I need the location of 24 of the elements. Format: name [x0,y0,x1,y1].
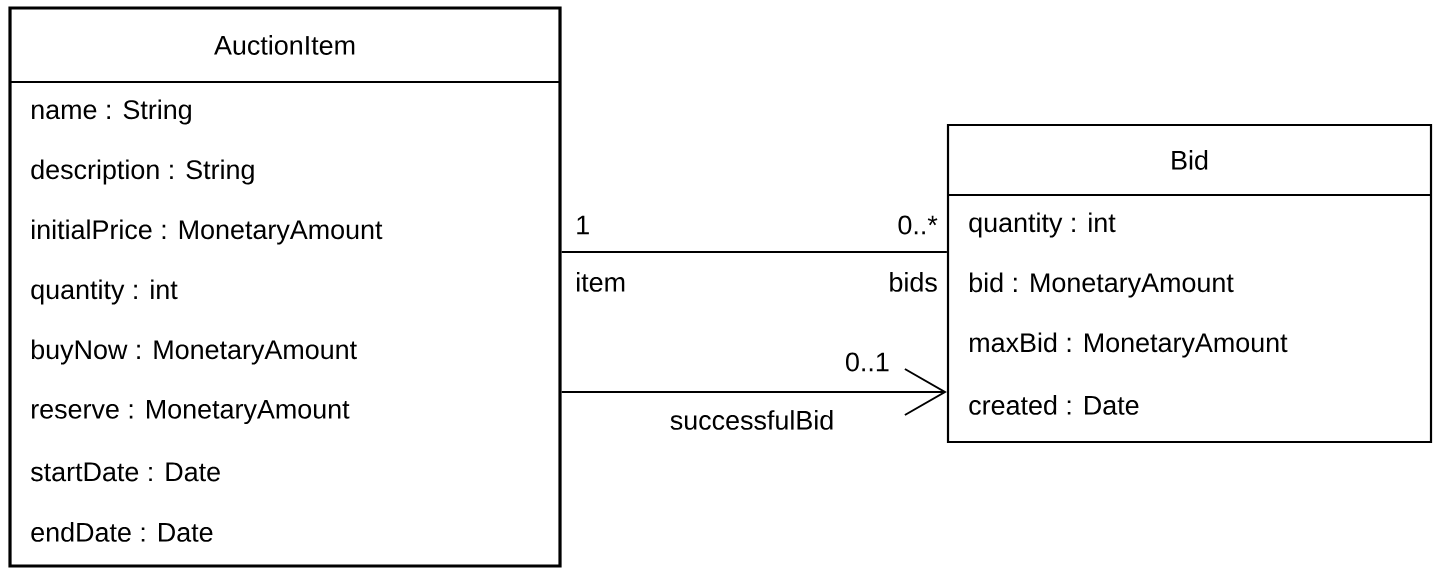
attribute-text: maxBid : MonetaryAmount [970,332,1288,358]
association-line [560,251,948,253]
multiplicity-label: 0..1 [846,352,889,372]
multiplicity-label: 0..* [898,215,938,235]
attribute-text: name : String [32,99,191,125]
attribute-text: startDate : Date [30,462,220,482]
class-box [8,6,562,568]
attribute-text: created : Date [969,395,1139,415]
attribute-text: initialPrice : MonetaryAmount [32,219,383,245]
attribute-text: buyNow : MonetaryAmount [31,339,357,365]
role-label: successfulBid [668,409,836,431]
multiplicity-label: bids [890,272,937,292]
multiplicity-label: item [577,272,625,292]
attribute-text: quantity : int [31,279,178,305]
class-name: AuctionItem [214,35,355,55]
class-name: Bid [1172,150,1208,170]
class-box [946,123,1433,444]
association-line [560,368,947,416]
attribute-text: bid : MonetaryAmount [969,272,1234,298]
multiplicity-label: 1 [577,215,589,235]
attribute-text: endDate : Date [31,522,213,542]
attribute-text: description : String [31,159,254,185]
attribute-text: quantity : int [969,212,1116,238]
attribute-text: reserve : MonetaryAmount [32,399,350,425]
